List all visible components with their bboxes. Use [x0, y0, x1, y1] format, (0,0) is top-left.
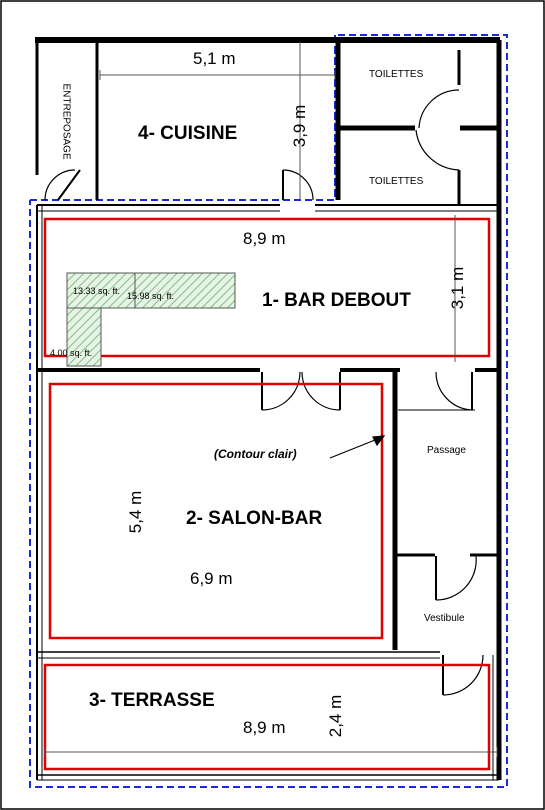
room-label-bar: 1- BAR DEBOUT	[262, 290, 411, 311]
room-label-terrace: 3- TERRASSE	[89, 690, 215, 711]
zone-salon-outline	[48, 382, 384, 640]
room-label-passage: Passage	[427, 445, 466, 456]
counter-area-c	[66, 307, 102, 367]
dimension-bar-width: 8,9 m	[243, 229, 286, 248]
walls	[35, 37, 502, 781]
room-label-kitchen: 4- CUISINE	[138, 123, 238, 144]
dimension-terrace-depth: 2,4 m	[326, 694, 345, 738]
dimension-terrace-width: 8,9 m	[243, 718, 286, 737]
annotation-arrow	[329, 435, 386, 459]
dimension-salon-depth: 5,4 m	[126, 490, 145, 534]
room-label-vestibule: Vestibule	[424, 613, 465, 624]
dimension-bar-depth: 3,1 m	[448, 266, 467, 310]
room-label-salon: 2- SALON-BAR	[186, 508, 323, 529]
bar-counter	[66, 272, 236, 367]
counter-area-b-label: 15.98 sq. ft.	[127, 291, 175, 301]
room-label-toilet-2: TOILETTES	[369, 176, 424, 187]
counter-area-a	[66, 272, 136, 309]
dashed-outline-main	[29, 34, 508, 788]
dimension-kitchen-width: 5,1 m	[193, 49, 236, 68]
counter-area-c-label: 4.00 sq. ft.	[50, 348, 93, 358]
dimension-lines	[44, 42, 498, 757]
doors	[44, 50, 484, 696]
zone-bar-outline	[43, 217, 491, 358]
counter-area-b	[134, 272, 236, 309]
dimension-kitchen-depth: 3,9 m	[290, 104, 309, 148]
annotation-contour-clair: (Contour clair)	[214, 447, 297, 461]
room-label-storage: ENTREPOSAGE	[60, 83, 72, 160]
zone-terrace-outline	[43, 663, 491, 771]
zone-outlines	[43, 217, 491, 771]
room-label-toilet-1: TOILETTES	[369, 69, 424, 80]
counter-area-a-label: 13.33 sq. ft.	[73, 286, 121, 296]
dimension-salon-width: 6,9 m	[190, 569, 233, 588]
